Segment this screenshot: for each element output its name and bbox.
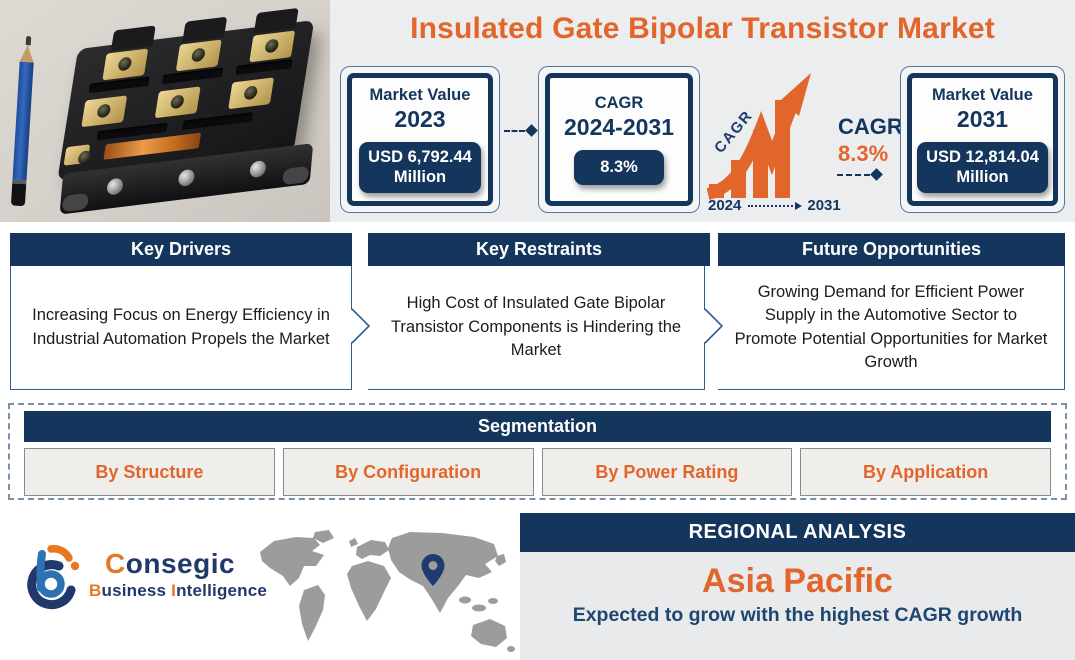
future-opportunities-text: Growing Demand for Efficient Power Suppl…	[718, 266, 1065, 390]
dash-diamond-connector-icon	[504, 124, 538, 137]
cagr-card: CAGR 2024-2031 8.3%	[538, 66, 700, 213]
region-note: Expected to grow with the highest CAGR g…	[572, 604, 1023, 626]
growth-arrow-chart-icon: CAGR	[707, 73, 811, 200]
world-map	[260, 530, 515, 652]
logo-name: Consegic	[105, 548, 236, 579]
igbt-module-photo	[0, 0, 330, 222]
key-restraints-header: Key Restraints	[368, 233, 710, 266]
future-opportunities-header: Future Opportunities	[718, 233, 1065, 266]
market-value-2031-year: 2031	[956, 106, 1009, 133]
consegic-logo: Consegic Business Intelligence	[27, 540, 267, 620]
region-name: Asia Pacific	[702, 562, 893, 600]
chart-start-year: 2024	[708, 197, 742, 214]
chevron-right-icon	[703, 308, 724, 344]
key-drivers-text: Increasing Focus on Energy Efficiency in…	[10, 266, 352, 390]
chart-end-year: 2031	[807, 197, 841, 214]
cagr-label: CAGR	[594, 93, 644, 112]
chart-year-range: 2024 2031	[708, 197, 841, 214]
cagr-period: 2024-2031	[564, 113, 674, 140]
segmentation-section: Segmentation By Structure By Configurati…	[8, 403, 1067, 500]
market-value-2031-label: Market Value	[932, 86, 1033, 105]
regional-analysis-header: REGIONAL ANALYSIS	[520, 513, 1075, 552]
header-band: Insulated Gate Bipolar Transistor Market…	[330, 0, 1075, 222]
cagr-badge: 8.3%	[574, 149, 664, 186]
chevron-right-icon	[350, 308, 371, 344]
page-title: Insulated Gate Bipolar Transistor Market	[410, 12, 995, 45]
consegic-logo-mark-icon	[27, 545, 80, 610]
segmentation-header: Segmentation	[24, 411, 1051, 442]
dotted-arrow-icon	[748, 201, 803, 210]
market-value-2023-label: Market Value	[369, 86, 471, 105]
chart-cagr-value: 8.3%	[838, 141, 889, 166]
chart-cagr-label: CAGR	[838, 114, 903, 139]
key-drivers-header: Key Drivers	[10, 233, 352, 266]
segment-by-power-rating: By Power Rating	[541, 448, 793, 496]
segment-by-configuration: By Configuration	[282, 448, 534, 496]
segment-by-structure: By Structure	[24, 448, 275, 496]
regional-analysis-section: REGIONAL ANALYSIS Asia Pacific Expected …	[520, 513, 1075, 660]
key-restraints-text: High Cost of Insulated Gate Bipolar Tran…	[368, 266, 705, 390]
logo-tagline: Business Intelligence	[89, 581, 268, 600]
segment-by-application: By Application	[800, 448, 1051, 496]
market-value-2023-year: 2023	[394, 106, 446, 133]
igbt-module	[44, 0, 330, 222]
pencil	[10, 36, 35, 209]
dash-diamond-connector-icon	[837, 168, 883, 181]
